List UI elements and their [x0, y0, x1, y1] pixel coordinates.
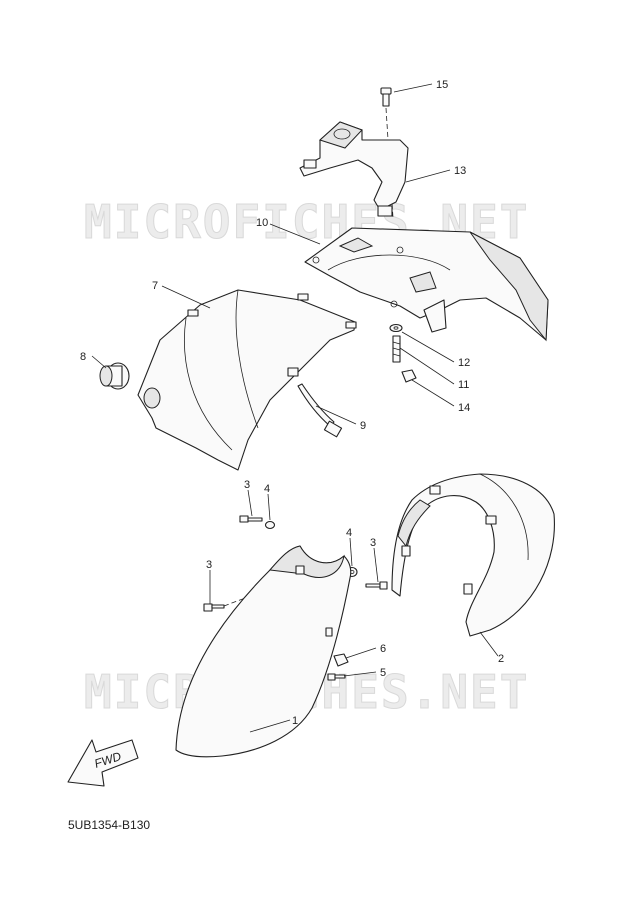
- part-15-bolt: [380, 87, 394, 219]
- callout-8: 8: [80, 351, 86, 363]
- callout-11: 11: [458, 379, 469, 391]
- part-3-bolt-right: [365, 581, 388, 590]
- fwd-arrow: FWD: [67, 739, 139, 787]
- part-2-inner-fender: [391, 473, 555, 637]
- watermark-top: MICROFICHES.NET: [84, 195, 529, 249]
- callout-13: 13: [454, 165, 466, 177]
- part-6-clip: [333, 653, 349, 667]
- part-7-rear-fender: [137, 289, 357, 471]
- callout-4-right: 4: [346, 527, 352, 539]
- diagram-code: 5UB1354-B130: [68, 818, 151, 832]
- part-10-inner-fender: [304, 227, 549, 342]
- callout-4-upper: 4: [264, 483, 270, 495]
- callout-3-left: 3: [206, 559, 212, 571]
- callout-3-upper: 3: [244, 479, 250, 491]
- callout-3-right: 3: [370, 537, 376, 549]
- part-12-washer: [389, 323, 403, 333]
- part-13-bracket: [299, 121, 409, 217]
- part-1-front-fender: [175, 545, 352, 758]
- callout-9: 9: [360, 420, 366, 432]
- part-5-screw: [327, 673, 346, 681]
- part-11-bolt: [392, 335, 401, 363]
- callout-7: 7: [152, 280, 158, 292]
- callout-10: 10: [256, 217, 268, 229]
- callout-1: 1: [292, 715, 298, 727]
- part-4-washer-upper: [264, 520, 276, 530]
- part-9-cable-tie: [297, 383, 343, 438]
- callout-6: 6: [380, 643, 386, 655]
- callout-12: 12: [458, 357, 470, 369]
- part-3-bolt-upper: [239, 515, 263, 523]
- part-14-nut: [401, 369, 417, 383]
- part-8-grommet: [99, 362, 130, 390]
- leader-lines: [91, 83, 499, 733]
- callout-15: 15: [436, 79, 448, 91]
- callout-5: 5: [380, 667, 386, 679]
- callout-2: 2: [498, 653, 504, 665]
- callout-14: 14: [458, 402, 470, 414]
